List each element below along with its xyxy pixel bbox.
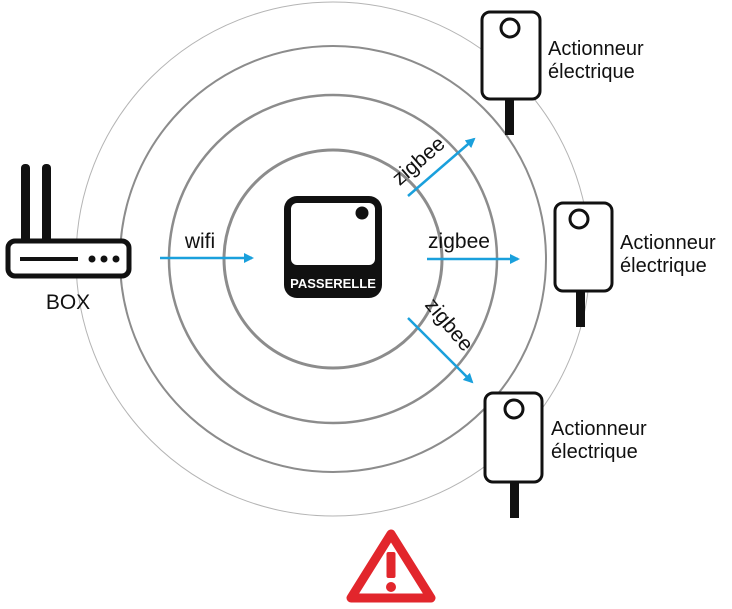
actuator-bottom-label-line2: électrique xyxy=(551,441,638,463)
zigbee-arrow-down xyxy=(407,317,474,384)
actuator-icon xyxy=(483,391,544,518)
actuator-middle-label-line2: électrique xyxy=(620,255,707,277)
actuator-icon xyxy=(480,10,542,135)
actuator-top-label-line1: Actionneur xyxy=(548,38,644,60)
zigbee-link-down: zigbee xyxy=(407,294,478,384)
router-icon xyxy=(5,164,132,279)
actuator-top-label-line2: électrique xyxy=(548,61,635,83)
actuator-top: Actionneur électrique xyxy=(480,10,644,135)
zigbee-link-middle: zigbee xyxy=(427,230,520,264)
zigbee-arrow-up xyxy=(407,137,476,197)
actuator-icon xyxy=(553,201,614,327)
actuator-bottom: Actionneur électrique xyxy=(483,391,647,518)
wifi-link: wifi xyxy=(160,230,254,263)
gateway-label: PASSERELLE xyxy=(290,276,376,291)
zigbee-label-up: zigbee xyxy=(388,132,450,190)
actuator-middle-label-line1: Actionneur xyxy=(620,232,716,254)
zigbee-label-middle: zigbee xyxy=(428,230,490,253)
zigbee-label-down: zigbee xyxy=(420,294,477,356)
warning-icon xyxy=(346,529,436,603)
zigbee-link-up: zigbee xyxy=(388,132,476,197)
actuator-middle: Actionneur électrique xyxy=(553,201,716,327)
wifi-label: wifi xyxy=(184,230,215,253)
gateway-icon xyxy=(284,196,382,298)
actuator-bottom-label-line1: Actionneur xyxy=(551,418,647,440)
box-label: BOX xyxy=(46,291,90,314)
